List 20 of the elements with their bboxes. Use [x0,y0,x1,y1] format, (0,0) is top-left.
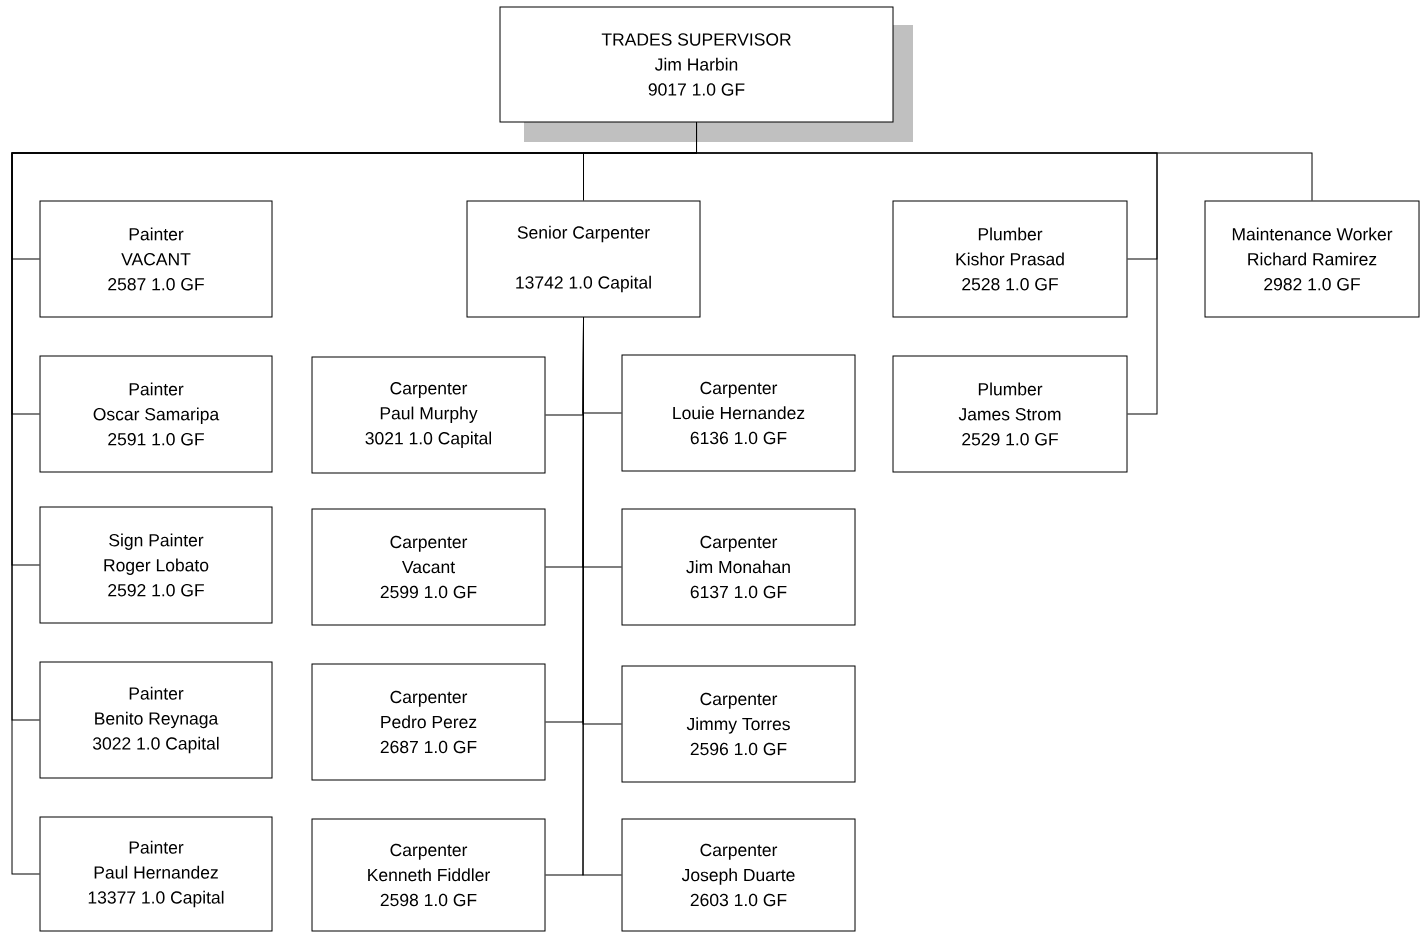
position-box: Painter VACANT 2587 1.0 GF [39,200,273,318]
connector-line [696,122,1313,201]
position-box: Maintenance Worker Richard Ramirez 2982 1.0 GF [1204,200,1420,318]
position-box: Painter Benito Reynaga 3022 1.0 Capital [39,661,273,779]
position-box: Plumber James Strom 2529 1.0 GF [892,355,1128,473]
position-box: Painter Paul Hernandez 13377 1.0 Capital [39,816,273,932]
position-box: Carpenter Vacant 2599 1.0 GF [311,508,546,626]
position-box: Carpenter Joseph Duarte 2603 1.0 GF [621,818,856,932]
position-box: Carpenter Louie Hernandez 6136 1.0 GF [621,354,856,472]
position-box: Plumber Kishor Prasad 2528 1.0 GF [892,200,1128,318]
position-box: Senior Carpenter 13742 1.0 Capital [466,200,701,318]
position-box: Carpenter Paul Murphy 3021 1.0 Capital [311,356,546,474]
position-box: Carpenter Kenneth Fiddler 2598 1.0 GF [311,818,546,932]
position-box: Carpenter Pedro Perez 2687 1.0 GF [311,663,546,781]
position-box: Painter Oscar Samaripa 2591 1.0 GF [39,355,273,473]
position-box: Sign Painter Roger Lobato 2592 1.0 GF [39,506,273,624]
position-box: Carpenter Jim Monahan 6137 1.0 GF [621,508,856,626]
position-box: TRADES SUPERVISOR Jim Harbin 9017 1.0 GF [499,6,913,142]
connector-line [582,317,622,876]
position-box: Carpenter Jimmy Torres 2596 1.0 GF [621,665,856,783]
